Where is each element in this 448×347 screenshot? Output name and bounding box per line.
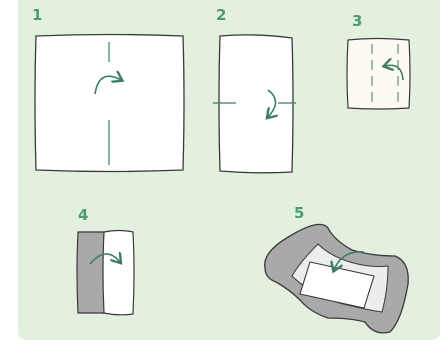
step-5-bow-shape bbox=[264, 223, 409, 334]
step-1-square-sheet bbox=[34, 33, 185, 173]
step-3-small-square bbox=[346, 37, 411, 110]
step-4-folded-strip bbox=[76, 229, 135, 316]
step-5-fold-arrow bbox=[334, 251, 365, 270]
step-1-fold-arrow bbox=[94, 76, 121, 95]
step-2-fold-arrow bbox=[268, 89, 276, 117]
step-2-number: 2 bbox=[216, 6, 227, 24]
step-4-fold-arrow bbox=[89, 254, 120, 264]
step-3-fold-arrow bbox=[385, 65, 404, 81]
step-5-number: 5 bbox=[294, 204, 305, 222]
step-4-number: 4 bbox=[78, 206, 89, 224]
step-2-folded-rectangle bbox=[213, 34, 296, 174]
step-1-number: 1 bbox=[32, 6, 43, 24]
step-3-number: 3 bbox=[352, 12, 363, 30]
left-margin bbox=[0, 0, 18, 347]
